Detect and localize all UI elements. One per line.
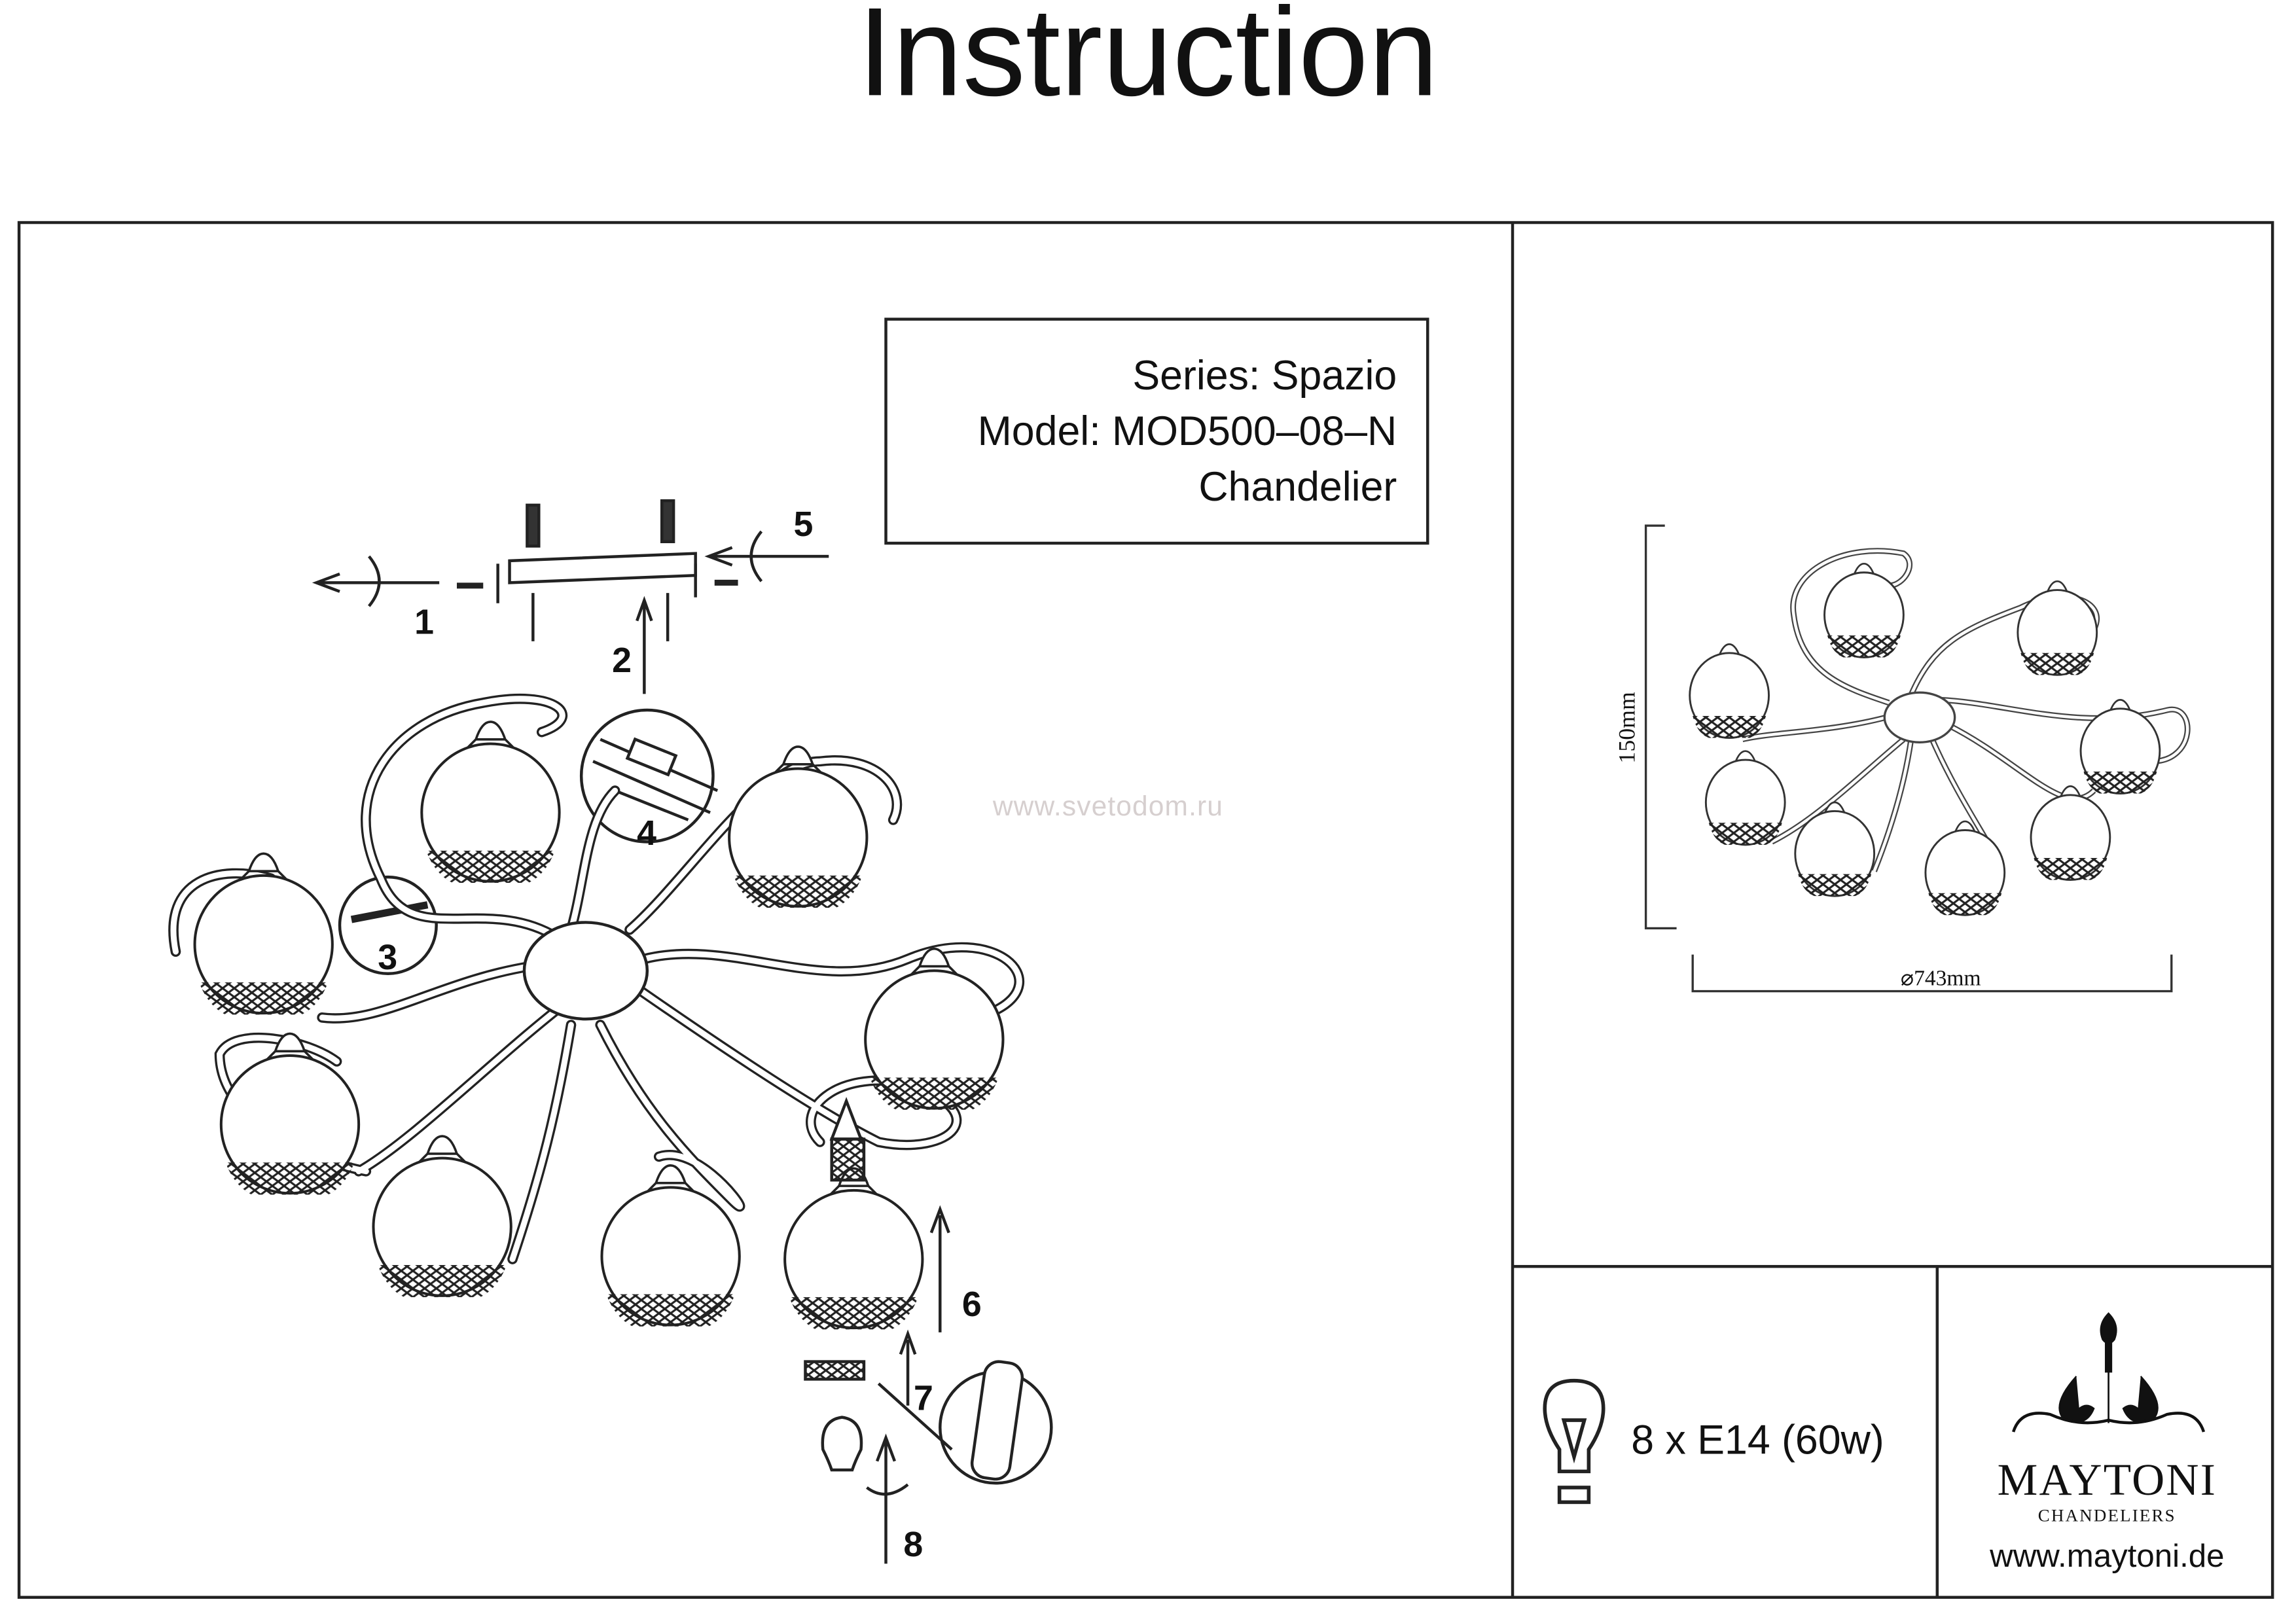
- height-dimension-label: 150mm: [1615, 692, 1641, 764]
- page-title: Instruction: [857, 0, 1439, 123]
- main-frame: [17, 221, 2274, 1599]
- series-label: Series: Spazio: [1132, 353, 1397, 399]
- step-7-label: 7: [914, 1379, 933, 1419]
- watermark: www.svetodom.ru: [992, 792, 1224, 823]
- divider-vertical: [1511, 223, 1515, 1597]
- divider-bottom-right: [1935, 1266, 1939, 1597]
- light-bulb-icon: [1543, 1378, 1605, 1505]
- step-6-label: 6: [961, 1285, 982, 1325]
- step-4-label: 4: [637, 813, 657, 854]
- brand-name: MAYTONI: [1997, 1454, 2217, 1505]
- product-type-label: Chandelier: [1198, 464, 1397, 510]
- model-label: Model: MOD500–08–N: [977, 408, 1397, 454]
- brand-website-link[interactable]: www.maytoni.de: [1990, 1537, 2225, 1574]
- product-info-box: Series: Spazio Model: MOD500–08–N Chande…: [884, 317, 1429, 545]
- step-1-label: 1: [414, 603, 435, 643]
- step-8-label: 8: [903, 1525, 924, 1565]
- diameter-dimension-label: ⌀743mm: [1900, 967, 1981, 991]
- divider-horizontal: [1513, 1264, 2273, 1268]
- step-2-label: 2: [612, 641, 632, 681]
- wire-connector-detail: [338, 708, 1053, 1485]
- bulb-spec-text: 8 x E14 (60w): [1631, 1417, 1884, 1463]
- bulb-socket: [804, 1097, 950, 1564]
- overview-canopy: [1883, 691, 1956, 743]
- overview-arms: [1742, 551, 2187, 871]
- step-3-label: 3: [378, 938, 398, 978]
- canopy: [522, 921, 649, 1021]
- mounting-bracket: [312, 499, 829, 694]
- chandelier-ornament-logo: [2012, 1312, 2206, 1433]
- dimension-lines: [1644, 524, 2173, 993]
- brand-subtitle: CHANDELIERS: [2037, 1505, 2176, 1526]
- step-5-label: 5: [793, 505, 814, 545]
